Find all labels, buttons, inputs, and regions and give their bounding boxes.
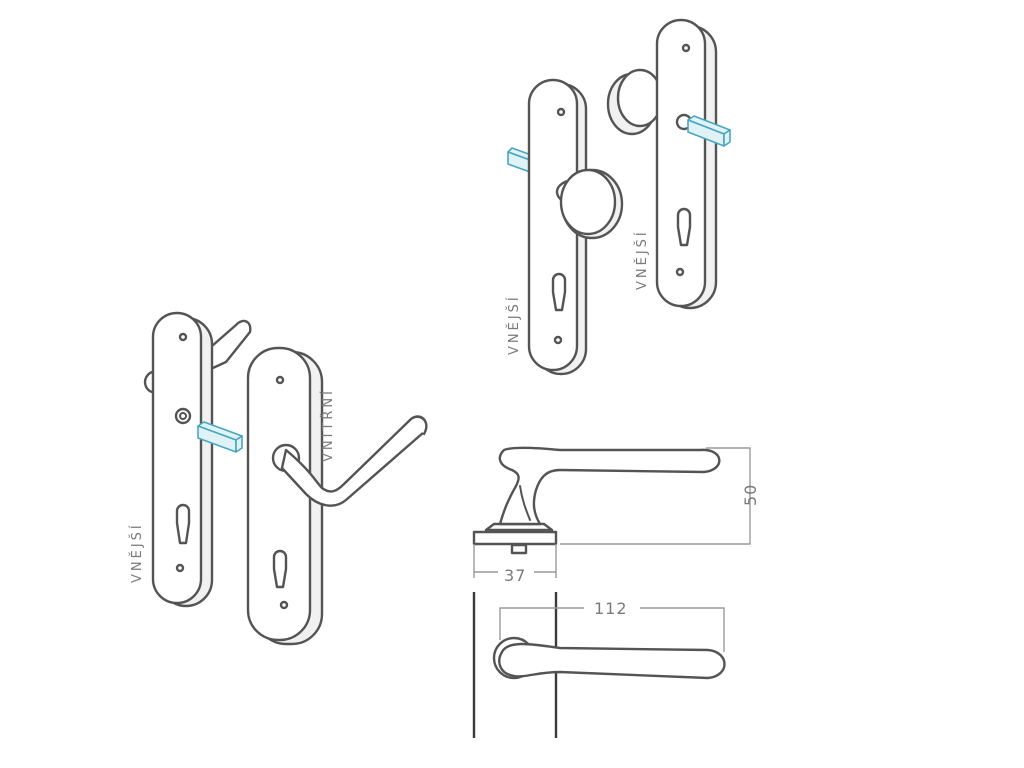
keyhole-icon bbox=[175, 503, 191, 545]
side-view: 50 37 bbox=[472, 446, 760, 585]
lever-set-inner: VNITŘNÍ bbox=[246, 346, 428, 646]
knob-icon bbox=[555, 168, 624, 240]
spindle-icon bbox=[197, 421, 243, 453]
rosette-base bbox=[510, 543, 528, 555]
inner-backplate bbox=[246, 346, 312, 642]
keyhole-icon bbox=[272, 549, 288, 589]
knob-set-outer: VNĚJŠÍ bbox=[506, 78, 624, 376]
knob-backplate-back bbox=[655, 18, 707, 308]
dim-length: 112 bbox=[594, 599, 628, 618]
lever-top bbox=[498, 642, 726, 680]
lever-set-outer: VNĚJŠÍ bbox=[129, 311, 252, 608]
knob-set-back: VNĚJŠÍ bbox=[606, 18, 731, 310]
spindle-icon bbox=[687, 115, 731, 147]
dim-height: 50 bbox=[741, 484, 760, 506]
lever-side bbox=[498, 446, 721, 526]
label-outer-knob: VNĚJŠÍ bbox=[506, 294, 522, 355]
label-outer-left: VNĚJŠÍ bbox=[129, 522, 145, 583]
label-inner-left: VNITŘNÍ bbox=[320, 388, 336, 462]
keyhole-icon bbox=[676, 207, 692, 247]
label-outer-knob-back: VNĚJŠÍ bbox=[634, 229, 650, 290]
outer-backplate bbox=[151, 311, 203, 605]
keyhole-icon bbox=[551, 272, 567, 312]
top-view: 112 bbox=[472, 592, 726, 738]
dim-rosette: 37 bbox=[504, 566, 526, 585]
